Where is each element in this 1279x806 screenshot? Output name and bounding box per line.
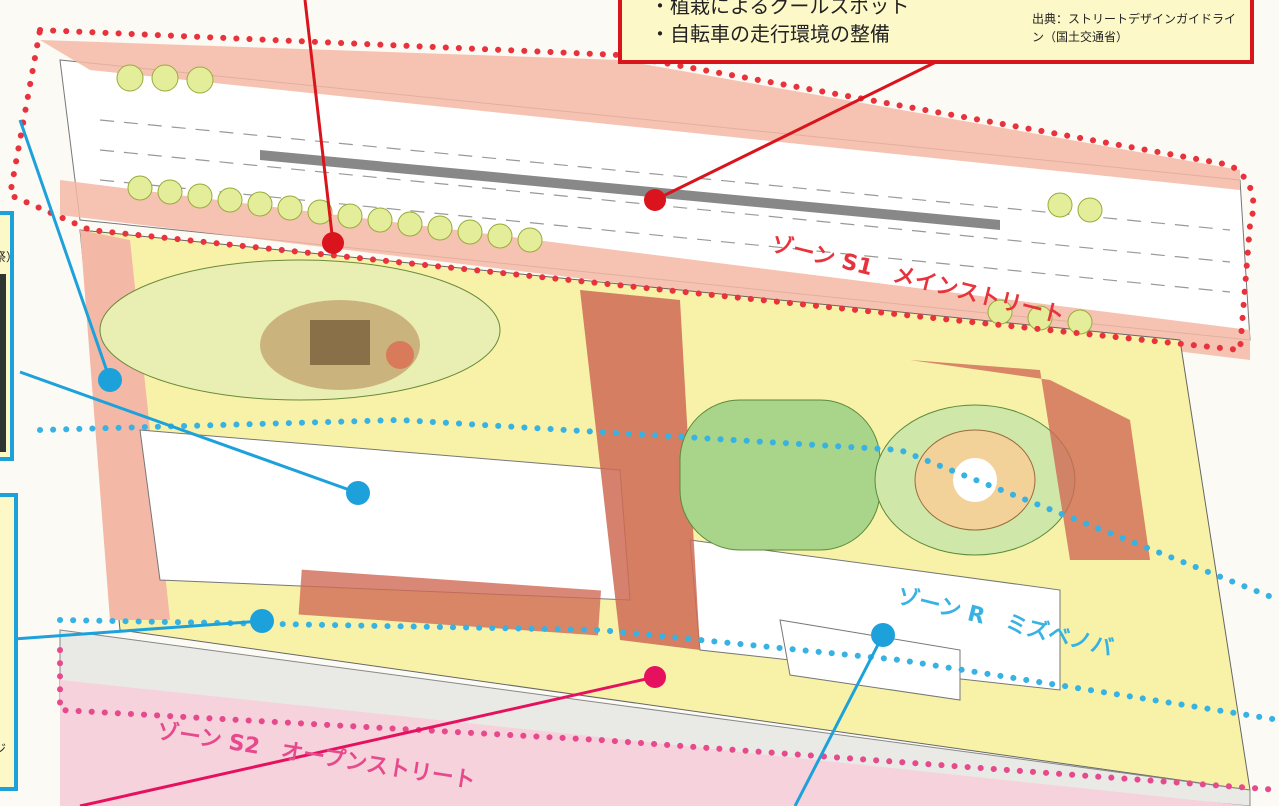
play-circle [386, 341, 414, 369]
left-callout-photo [0, 274, 6, 452]
top-sidewalk [40, 40, 1240, 190]
south-deck [298, 569, 602, 636]
marker-red-1 [322, 232, 344, 254]
left-callout-2-text-top: 。 [0, 530, 6, 547]
marker-blue-2 [346, 481, 370, 505]
marker-pink [644, 666, 666, 688]
central-lawn [679, 399, 881, 551]
zone-r-boundary-lower [57, 617, 1279, 723]
callout-line-2: ・自転車の走行環境の整備 [650, 22, 890, 46]
pink-leader [79, 675, 656, 806]
central-deck-path [580, 290, 700, 650]
east-deck [910, 360, 1150, 560]
left-callout-1-text: 祭） [0, 250, 19, 264]
callout-line-1: ・植栽によるクールスポット [650, 0, 910, 18]
tree-row [116, 64, 1103, 335]
play-structure [310, 320, 370, 365]
marker-blue-4 [871, 623, 895, 647]
zone-s1-boundary [6, 26, 1257, 354]
blue-leaders [0, 119, 885, 806]
left-callout-box-2 [0, 493, 18, 791]
left-callout-2-text-bottom: ジ [0, 742, 7, 756]
road-lane-stripes [99, 119, 1231, 293]
hatched-median [260, 150, 1000, 230]
marker-blue-3 [250, 609, 274, 633]
callout-box [618, 0, 1254, 64]
marker-blue-1 [98, 368, 122, 392]
zone-s2-boundary [57, 647, 1279, 793]
callout-source: 出典：ストリートデザインガイドライン（国土交通省） [1032, 12, 1237, 44]
marker-red-2 [644, 189, 666, 211]
red-leaders [303, 0, 941, 244]
